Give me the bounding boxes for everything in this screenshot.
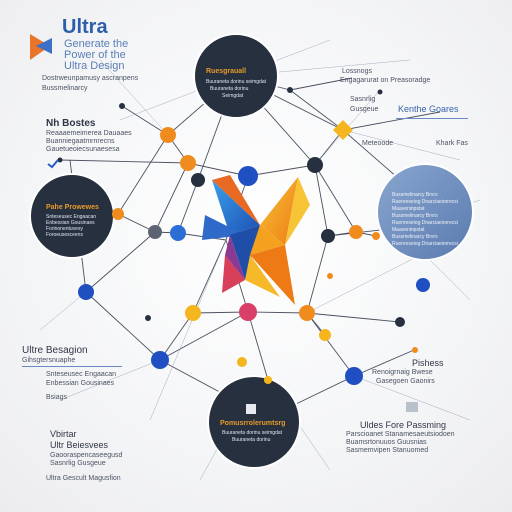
circle-bottom-badge [246, 404, 256, 414]
node-navy [119, 103, 125, 109]
node-yellow [237, 357, 247, 367]
circle-right-line: Ruenreseiog Dnarciaeiorrecsi [392, 220, 458, 226]
circle-left-line: Enbessian Gousinaes [46, 220, 95, 226]
node-orange [349, 225, 363, 239]
node-blue [151, 351, 169, 369]
bl-title: Vbirtar [50, 429, 77, 439]
mr-line-1: Renoigrnaig Bwese [372, 369, 433, 376]
circle-right-line: Ruenreseiog Dnarciaeiorrecsi [392, 241, 458, 247]
label-top-left-1: Dostrweunpamusy ascranpens [42, 75, 139, 82]
circle-right-line: Bussmelinarcy Brvrs [392, 234, 438, 240]
kenthe-goares-title: Kenthe Goares [398, 104, 459, 114]
node-blue [170, 225, 186, 241]
ml-line-1: Gihsgtersnuaphe [22, 357, 76, 364]
nh-line-2: Buanniegaatmrnrecns [46, 138, 115, 145]
circle-bottom-line: Buuraneta dorinu seimgdat [222, 430, 283, 436]
circle-bottom [207, 375, 301, 469]
circle-right-line: Maaveninpstat [392, 227, 425, 233]
brand-tagline-2: Power of the [64, 49, 126, 61]
node-yellow [185, 305, 201, 321]
small-doc-icon [406, 402, 418, 412]
nodes [57, 87, 430, 385]
node-orange [372, 232, 380, 240]
circle-left-line: Forinonentuvesy [46, 226, 83, 232]
label-top-left-2: Bussmelinarcy [42, 85, 88, 92]
node-navy [321, 229, 335, 243]
node-yellow [319, 329, 331, 341]
node-navy [57, 157, 63, 163]
node-blue [78, 284, 94, 300]
bl-line-2: Gaooraspencaseegusd [50, 452, 123, 459]
mr-line-2: Gasegoen Gaonirs [376, 378, 435, 385]
node-navy [395, 317, 405, 327]
ml-line-4: Bsiags [46, 394, 68, 401]
small-check-icon [47, 159, 59, 169]
circle-bottom-line: Buuraneta dorinu [232, 437, 271, 443]
label-metaoode: Meteoode [362, 140, 394, 147]
bl-bottom-label: Ultra Gescult Magusfion [46, 475, 121, 482]
node-navy [287, 87, 293, 93]
circle-right-line: Bussmelinarcy Brvrs [392, 192, 438, 198]
brand-tagline-1: Generate the [64, 38, 129, 50]
node-navy [191, 173, 205, 187]
ml-line-3: Enbessian Gousinaes [46, 380, 115, 387]
center-logo [202, 175, 310, 305]
node-pink [239, 303, 257, 321]
br-title: Uldes Fore Passming [360, 420, 447, 430]
node-blue [238, 166, 258, 186]
circle-top-line: Buuraneta dorinu [210, 86, 249, 92]
nh-line-3: Gauetueoiecsunaesesa [46, 146, 120, 153]
node-gray [148, 225, 162, 239]
kenthe-rule [396, 118, 468, 119]
label-khark: Khark Fas [436, 140, 468, 147]
node-orange [112, 208, 124, 220]
node-orange [180, 155, 196, 171]
node-orange [327, 273, 333, 279]
node-orange [160, 127, 176, 143]
circle-right [376, 163, 474, 261]
node-yellow [264, 376, 272, 384]
node-navy [307, 157, 323, 173]
circle-right-line: Ruenreseiog Dnarciaeiorrecsi [392, 199, 458, 205]
node-blue [416, 278, 430, 292]
circle-left-line: Snteseusec Engaacan [46, 214, 97, 220]
kenthe-line-1: Sasnrlig [350, 96, 376, 103]
circle-top-title: Ruesgrauall [206, 68, 247, 75]
node-navy [377, 89, 383, 95]
label-top-right-1: Lossnogs [342, 68, 372, 75]
circle-right-line: Bussmelinarcy Brvrs [392, 213, 438, 219]
circle-top-line: Buuraneta dorinu seimgdat [206, 79, 267, 85]
node-navy [145, 315, 151, 321]
circle-top [193, 33, 279, 119]
nh-line-1: Reaaaemeimerea Dauaaes [46, 130, 132, 137]
circle-bottom-title: Pomusrrolerumtsrg [220, 420, 286, 427]
circle-top-line: Seimgdat [222, 93, 244, 99]
node-blue [345, 367, 363, 385]
circle-left-line: Foroeusesceens [46, 232, 83, 238]
node-orange [299, 305, 315, 321]
br-line-1: Parscioanet Stanamesaeutsiodoen [346, 431, 455, 438]
ml-rule [22, 366, 122, 367]
label-top-right-2: Engagarurat on Preasoradge [340, 77, 431, 84]
ml-line-2: Snteseusec Engaacan [46, 371, 117, 378]
brand-title: Ultra [62, 16, 108, 38]
br-line-3: Sasmemvipen Stanuomed [346, 447, 429, 454]
brand-mark-icon [30, 34, 52, 60]
mr-title: Pishess [412, 358, 444, 368]
circle-right-line: Maaveninpstat [392, 206, 425, 212]
br-line-2: Buamsrtonuuos Guusnias [346, 439, 427, 446]
circle-left-title: Pahe Prowewes [46, 204, 99, 211]
brand-tagline-3: Ultra Design [64, 60, 125, 72]
ml-title: Ultre Besagion [22, 345, 88, 356]
kenthe-line-2: Gusgeue [350, 106, 379, 113]
node-yellow [333, 120, 353, 140]
bl-line-1: Ultr Beiesvees [50, 440, 109, 450]
node-orange [412, 347, 418, 353]
nh-title: Nh Bostes [46, 118, 96, 129]
bl-line-3: Sasnrlig Gusgeue [50, 460, 106, 467]
